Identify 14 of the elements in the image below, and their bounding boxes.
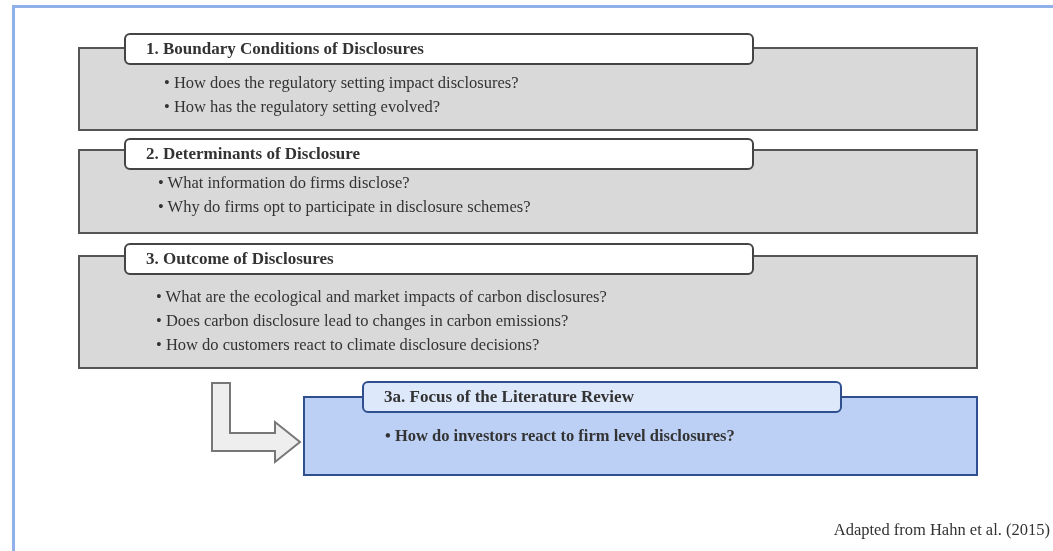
hollow-arrow [211,382,302,465]
bullet-question: • How do customers react to climate disclosure decisions? [156,334,540,356]
bullet-question: • How does the regulatory setting impact disclosures? [164,72,519,94]
bullet-question: • How has the regulatory setting evolved? [164,96,441,118]
heading-tab: 1. Boundary Conditions of Disclosures [124,33,754,65]
heading-tab: 2. Determinants of Disclosure [124,138,754,170]
bullet-question: • Does carbon disclosure lead to changes in carbon emissions? [156,310,569,332]
caption: Adapted from Hahn et al. (2015) [833,520,1050,540]
heading-tab: 3a. Focus of the Literature Review [362,381,842,413]
bullet-question: • What are the ecological and market impacts of carbon disclosures? [156,286,607,308]
heading-tab: 3. Outcome of Disclosures [124,243,754,275]
bullet-question: • How do investors react to firm level disclosures? [385,425,735,447]
bullet-question: • Why do firms opt to participate in disclosure schemes? [158,196,531,218]
bullet-question: • What information do firms disclose? [158,172,410,194]
